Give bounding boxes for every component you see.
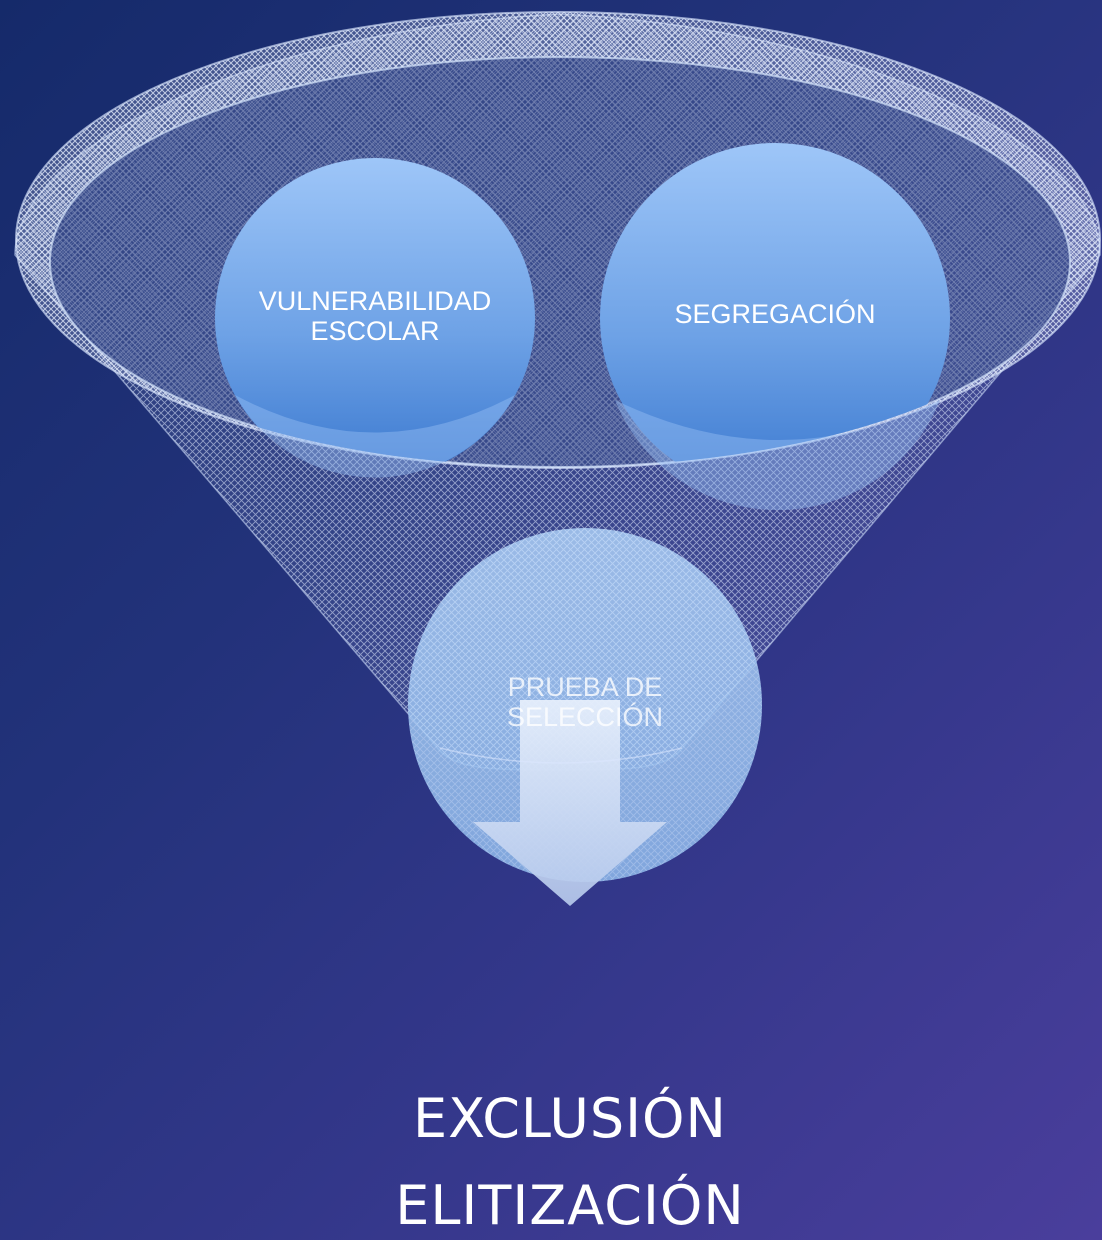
ball-segregacion (600, 143, 950, 467)
label-vulnerabilidad: VULNERABILIDAD ESCOLAR (215, 286, 535, 346)
ball-vulnerabilidad (215, 158, 535, 467)
label-prueba-line1: PRUEBA DE (507, 672, 663, 702)
ball-segregacion-lower (615, 400, 940, 511)
label-segregacion: SEGREGACIÓN (674, 299, 876, 329)
ball-vulnerabilidad-lower (235, 395, 515, 478)
label-prueba-seleccion: PRUEBA DE SELECCIÓN (425, 672, 745, 732)
label-vulnerabilidad-line2: ESCOLAR (310, 315, 440, 346)
result-elitizacion: ELITIZACIÓN (395, 1174, 745, 1237)
down-arrow-icon (473, 700, 667, 906)
funnel-spout-edge (439, 747, 683, 764)
result-exclusion: EXCLUSIÓN (413, 1087, 727, 1150)
label-prueba-line2: SELECCIÓN (506, 701, 664, 732)
label-vulnerabilidad-line1: VULNERABILIDAD (258, 286, 492, 316)
